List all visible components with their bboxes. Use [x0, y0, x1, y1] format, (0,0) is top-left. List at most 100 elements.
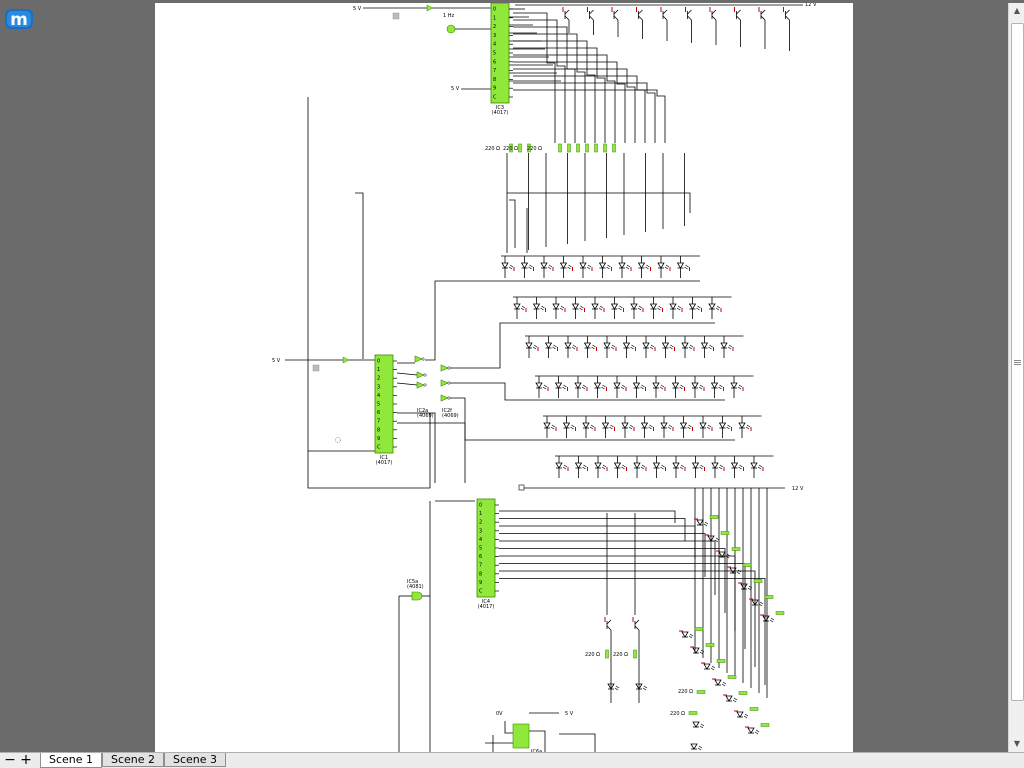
chip-pin-label: 7	[493, 68, 496, 74]
gate-part: (4069)	[417, 413, 434, 419]
led-triangle	[681, 631, 689, 638]
gate-body	[416, 381, 425, 389]
led-icon	[676, 262, 689, 270]
supply-5v-bottom: 5 V	[565, 711, 574, 717]
chip-pin-label: 6	[493, 59, 496, 65]
resistor-icon	[764, 595, 774, 599]
resistor-label: 220 Ω	[613, 652, 628, 658]
supply-5v-mid-top: 5 V	[451, 86, 460, 92]
led-ray	[721, 683, 726, 687]
chip-pin-label: 2	[377, 376, 380, 382]
led-ray	[563, 384, 567, 388]
led-triangle	[720, 342, 728, 349]
wire	[396, 372, 418, 376]
gate-part: (4081)	[407, 584, 424, 590]
tab-scene-3[interactable]: Scene 3	[164, 753, 226, 767]
led-ray	[601, 466, 606, 470]
led-triangle	[591, 303, 599, 310]
transistor-emitter	[687, 15, 692, 21]
led-icon	[579, 262, 592, 270]
transistor-icon	[562, 7, 570, 21]
resistor-icon	[775, 611, 785, 615]
tab-scene-2[interactable]: Scene 2	[102, 753, 164, 767]
led-triangle	[513, 303, 521, 310]
led-triangle	[579, 262, 587, 269]
led-icon	[571, 303, 584, 311]
chip-pin-label: 8	[493, 77, 496, 83]
led-triangle	[750, 462, 758, 469]
led-icon	[555, 462, 568, 470]
wire	[499, 570, 756, 667]
led-triangle	[607, 683, 615, 690]
led-ray	[618, 307, 622, 311]
scroll-up-icon[interactable]: ▲	[1013, 6, 1021, 15]
led-ray	[697, 747, 702, 751]
led-triangle	[525, 342, 533, 349]
led-icon	[574, 462, 587, 470]
led-ray	[610, 346, 615, 350]
led-triangle	[691, 462, 700, 469]
remove-scene-button[interactable]: −	[4, 752, 16, 768]
led-triangle	[640, 422, 649, 429]
led-icon	[544, 342, 557, 350]
tab-scene-1[interactable]: Scene 1	[40, 753, 102, 768]
led-triangle	[630, 303, 638, 310]
scroll-down-icon[interactable]: ▼	[1013, 739, 1021, 748]
resistor-icon	[605, 649, 609, 659]
led-ray	[718, 386, 722, 390]
led-ray	[579, 307, 583, 311]
led-icon	[649, 303, 662, 311]
circuit-schematic[interactable]: 0123456789CIC3(4017)0123456789CIC1(4017)…	[155, 3, 853, 752]
led-icon	[710, 382, 723, 390]
led-triangle	[583, 342, 592, 349]
wire	[513, 19, 566, 143]
chip-pin-label: 9	[493, 86, 496, 92]
chip-part: (4017)	[478, 604, 495, 610]
led-ray	[641, 384, 645, 388]
add-scene-button[interactable]: +	[20, 752, 32, 768]
scrollbar-thumb[interactable]	[1011, 23, 1024, 701]
resistor-icon	[705, 643, 715, 647]
led-triangle	[555, 462, 563, 469]
led-ray	[540, 307, 544, 311]
grip-icon	[1014, 360, 1021, 361]
gate-ic2	[416, 381, 427, 389]
wire	[513, 26, 576, 143]
transistor-icon	[734, 7, 741, 21]
led-icon	[564, 342, 577, 350]
gate-body	[440, 394, 449, 402]
wire	[513, 68, 636, 143]
led-ray	[688, 635, 693, 639]
led-icon	[730, 382, 743, 390]
led-ray	[668, 424, 673, 428]
resistor-icon	[738, 691, 748, 695]
led-ray	[551, 424, 556, 428]
transistor-icon	[709, 7, 717, 21]
led-triangle	[532, 303, 541, 310]
transistor-collector	[662, 9, 668, 15]
led-icon	[552, 303, 565, 311]
led-triangle	[582, 422, 590, 429]
chip-pin-label: 3	[493, 33, 496, 39]
resistor-icon	[742, 563, 752, 567]
led-triangle	[564, 342, 572, 349]
chip-pin-label: C	[377, 445, 381, 451]
transistor-icon	[758, 7, 766, 21]
led-ray	[521, 305, 526, 309]
led-ray	[552, 346, 556, 350]
led-triangle	[747, 727, 755, 734]
gate-ic2	[414, 355, 425, 363]
led-ray	[719, 464, 724, 468]
led-ray	[715, 537, 720, 541]
led-ray	[700, 723, 705, 727]
led-ray	[699, 651, 704, 655]
gate-bubble	[447, 366, 451, 370]
led-triangle	[729, 567, 737, 574]
gate-label: IC2f	[442, 408, 452, 414]
m-logo-icon: m	[5, 9, 33, 30]
vertical-scrollbar[interactable]: ▲ ▼	[1008, 3, 1024, 752]
led-triangle	[635, 683, 643, 690]
led-triangle	[692, 721, 700, 728]
